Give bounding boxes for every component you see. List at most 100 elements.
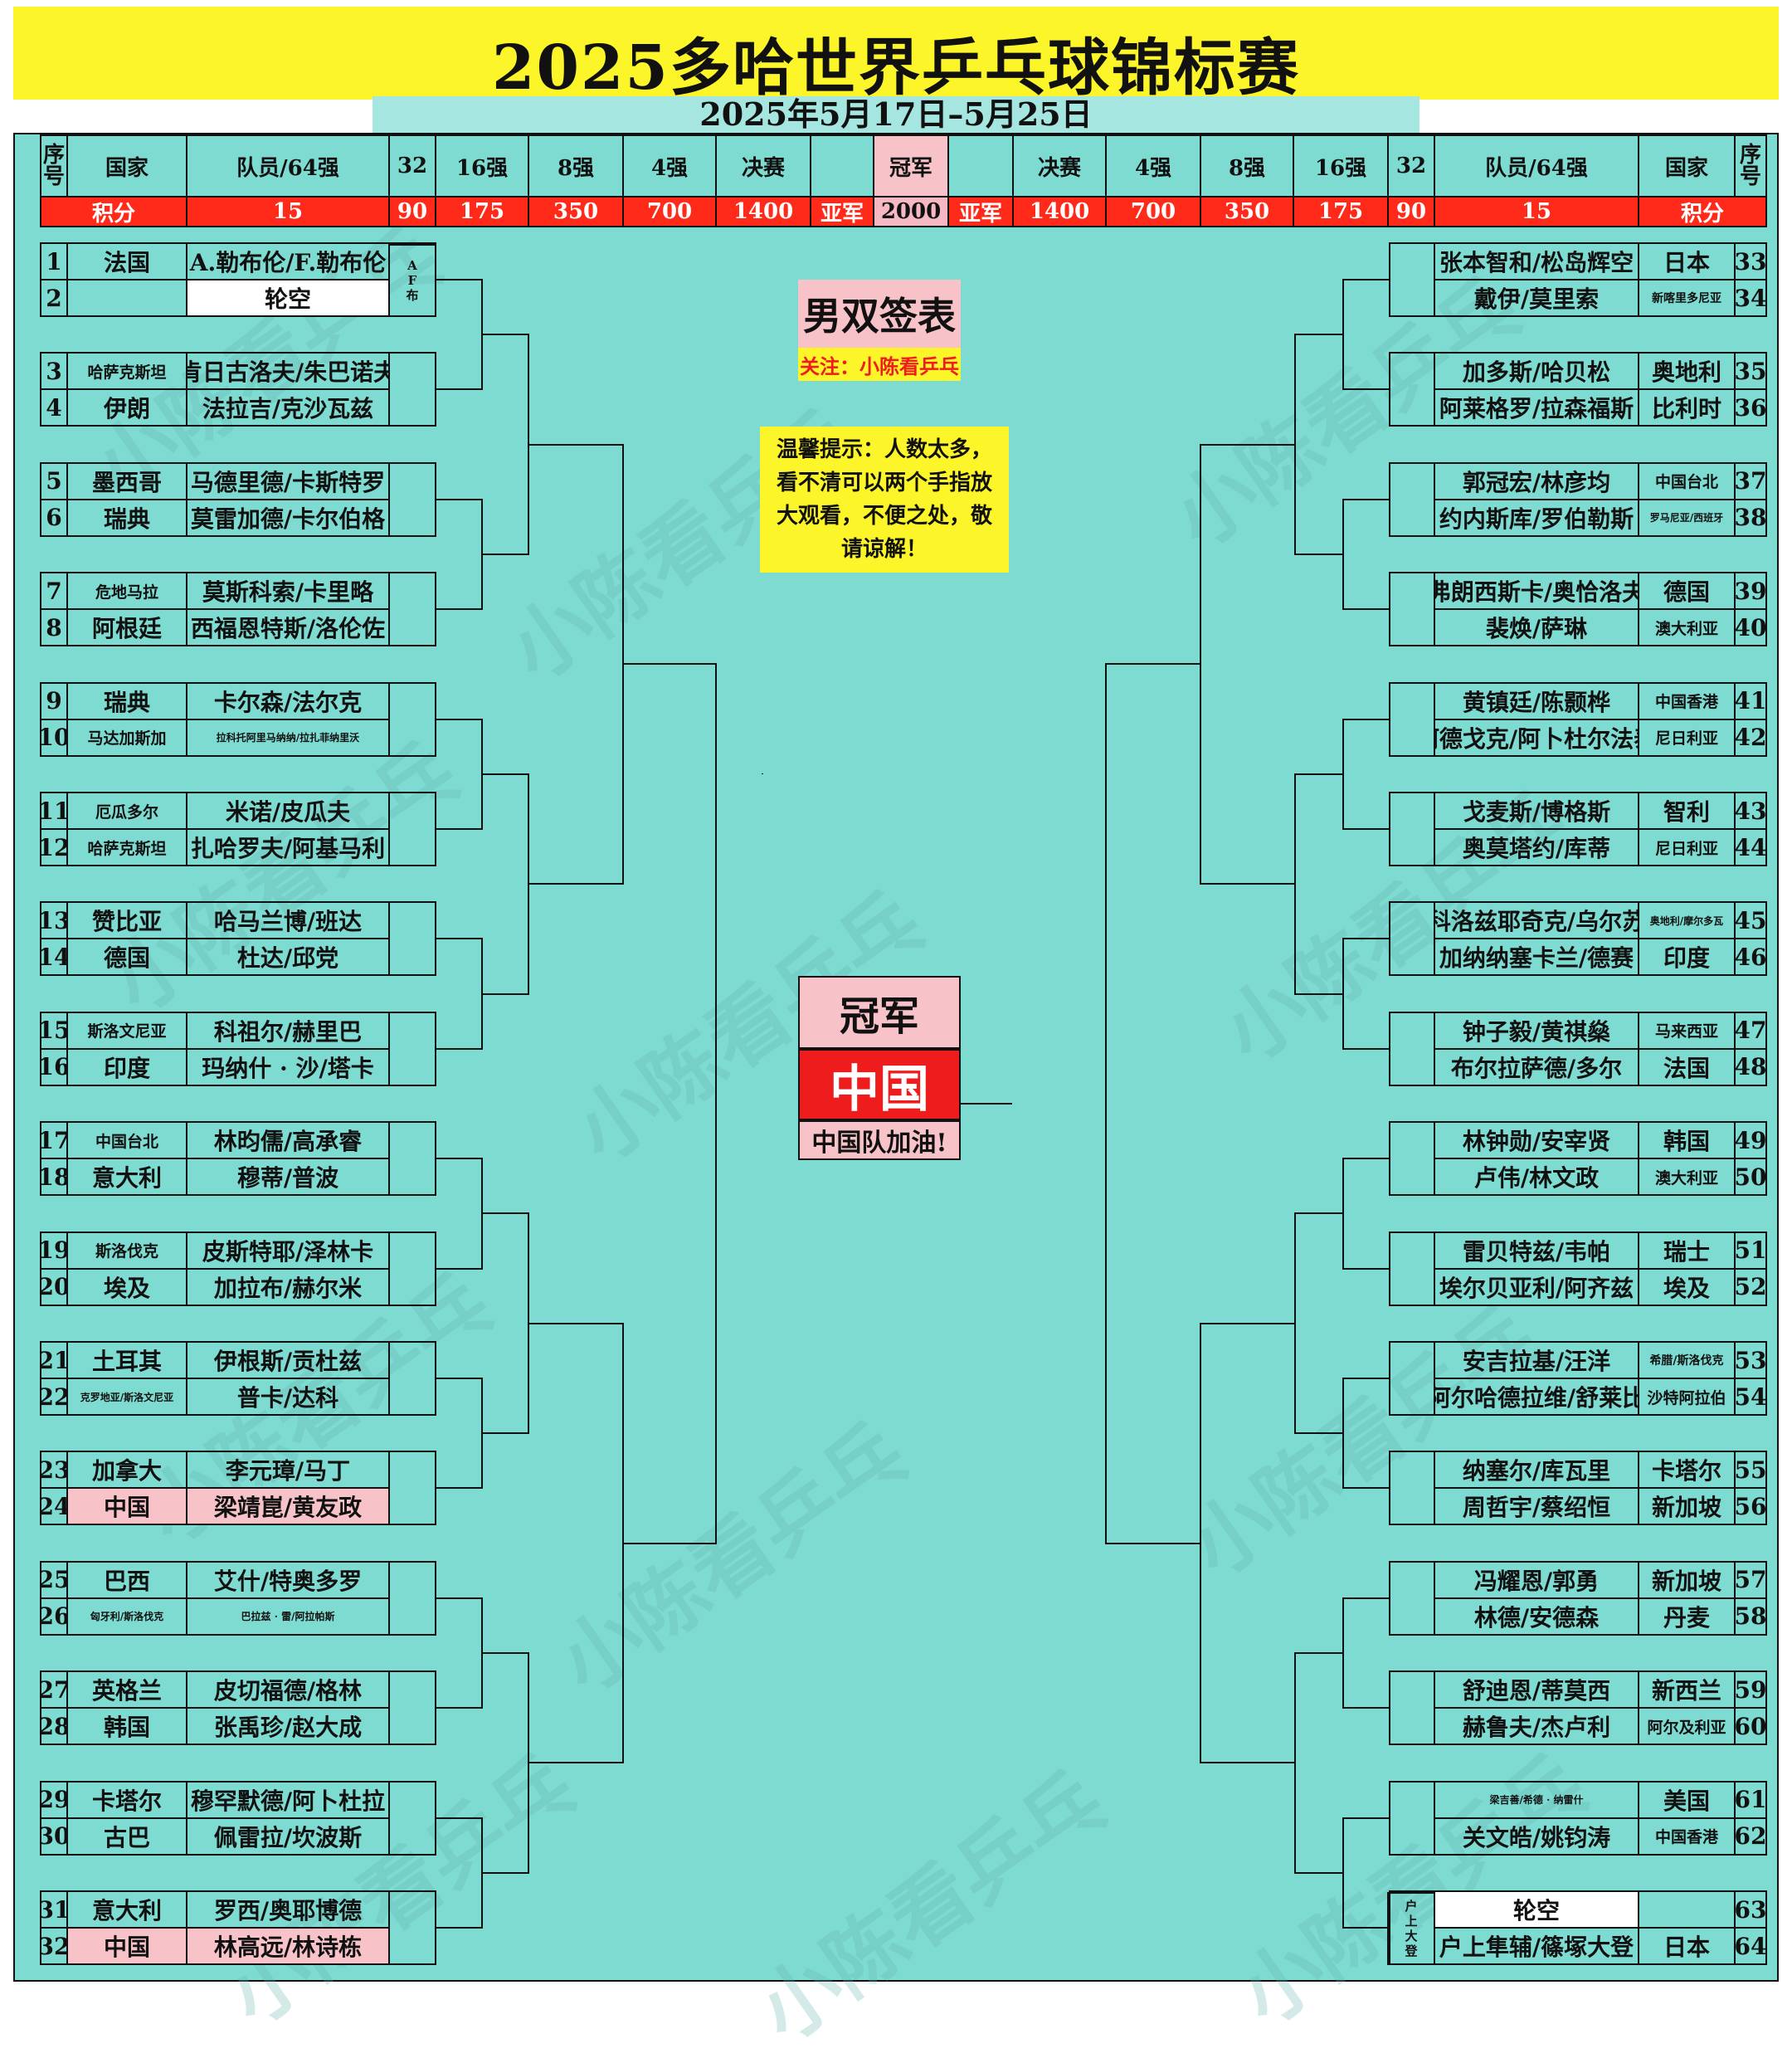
seq-number: 52 (1734, 1267, 1767, 1306)
seq-number: 3 (40, 352, 68, 391)
seq-number: 44 (1734, 828, 1767, 866)
seq-number: 13 (40, 901, 68, 940)
seq-number: 4 (40, 388, 68, 427)
bracket-line (388, 1194, 435, 1197)
bracket-line (1389, 1011, 1435, 1013)
header-r16-right: 16强 (1293, 134, 1389, 198)
bracket-line (1389, 352, 1390, 427)
bracket-line (1389, 681, 1435, 684)
header-gap-left (810, 134, 874, 198)
points-4-right: 700 (1105, 196, 1201, 227)
team-cell: 关文皓/姚钧涛 (1434, 1817, 1639, 1856)
country-cell: 瑞典 (66, 681, 187, 720)
watermark-text: 小陈看乒乓 (1222, 1738, 1603, 2043)
bracket-line (1342, 1378, 1389, 1379)
bracket-line (388, 1780, 435, 1783)
team-cell: 戴伊/莫里索 (1434, 279, 1639, 317)
bracket-line (481, 992, 528, 995)
bracket-line (1389, 425, 1435, 427)
champion-country: 中国 (798, 1049, 961, 1120)
bye-country-left: AF布 (388, 244, 436, 317)
team-cell: 张本智和/松岛辉空 (1434, 242, 1639, 280)
team-cell: A.勒布伦/F.勒布伦 (186, 242, 390, 280)
seq-number: 16 (40, 1047, 68, 1086)
seq-number: 57 (1734, 1560, 1767, 1599)
seq-number: 56 (1734, 1487, 1767, 1526)
header-r4-right: 4强 (1105, 134, 1201, 198)
header-seq-left: 序号 (40, 134, 68, 198)
bracket-line (1389, 1670, 1435, 1673)
bracket-line (1389, 1451, 1435, 1453)
bye-country-right: 户上大登 (1387, 1892, 1435, 1965)
bracket-line (1342, 718, 1389, 720)
bracket-line (762, 773, 763, 774)
seq-number: 25 (40, 1560, 68, 1599)
bracket-line (528, 443, 622, 446)
bracket-line (388, 681, 435, 684)
bracket-line (1389, 1451, 1390, 1526)
team-cell: 皮切福德/格林 (186, 1670, 390, 1709)
bracket-line (1389, 572, 1390, 647)
bracket-line (1342, 718, 1344, 830)
seq-number: 20 (40, 1267, 68, 1306)
team-cell: 阿尔哈德拉维/舒莱比 (1434, 1378, 1639, 1416)
bracket-line (388, 645, 435, 647)
title-banner: 2025多哈世界乒乓球锦标赛 (13, 7, 1779, 104)
country-cell: 法国 (1638, 1047, 1736, 1086)
bracket-line (1342, 1158, 1344, 1270)
bracket-line (435, 1487, 481, 1490)
header-final-left: 决赛 (715, 134, 811, 198)
points-8-right: 350 (1200, 196, 1294, 227)
seq-number: 59 (1734, 1670, 1767, 1709)
country-cell: 美国 (1638, 1780, 1736, 1819)
bracket-line (388, 534, 435, 537)
bracket-line (435, 1267, 481, 1270)
seq-number: 30 (40, 1817, 68, 1856)
country-cell: 中国 (66, 1927, 187, 1965)
team-cell: 郭冠宏/林彦均 (1434, 461, 1639, 500)
header-players-right: 队员/64强 (1434, 134, 1639, 198)
bracket-line (388, 1670, 435, 1673)
country-cell: 韩国 (66, 1707, 187, 1746)
country-cell: 英格兰 (66, 1670, 187, 1709)
seq-number: 14 (40, 938, 68, 977)
team-cell: 奥莫塔约/库蒂 (1434, 828, 1639, 866)
country-cell: 埃及 (66, 1267, 187, 1306)
bracket-line (388, 754, 435, 757)
team-cell: 张禹珍/赵大成 (186, 1707, 390, 1746)
header-r32-right: 32 (1387, 134, 1435, 198)
bracket-line (715, 663, 717, 1544)
seq-number: 5 (40, 461, 68, 500)
team-cell: 肯日古洛夫/朱巴诺夫 (186, 352, 390, 391)
bracket-line (388, 974, 435, 977)
bracket-line (1389, 1670, 1390, 1746)
country-cell: 中国台北 (66, 1121, 187, 1160)
team-cell: 赫鲁夫/杰卢利 (1434, 1707, 1639, 1746)
bracket-line (1294, 1652, 1342, 1654)
bracket-line (528, 1762, 622, 1764)
bracket-line (1342, 1378, 1344, 1490)
country-cell: 尼日利亚 (1638, 718, 1736, 757)
country-cell: 伊朗 (66, 388, 187, 427)
bracket-line (1389, 1890, 1435, 1892)
bracket-line (1105, 663, 1200, 666)
points-runnerup-left: 亚军 (810, 196, 874, 227)
bracket-line (388, 1414, 435, 1416)
header-seq-right: 序号 (1734, 134, 1767, 198)
team-cell: 钟子毅/黄祺燊 (1434, 1011, 1639, 1050)
country-cell: 哈萨克斯坦 (66, 352, 187, 391)
cheer-text: 中国队加油! (798, 1120, 961, 1160)
bracket-line (388, 1853, 435, 1856)
seq-number: 29 (40, 1780, 68, 1819)
team-cell: 莫斯科索/卡里略 (186, 572, 390, 611)
bracket-line (388, 901, 435, 904)
team-cell: 埃尔贝亚利/阿齐兹 (1434, 1267, 1639, 1306)
seq-number: 17 (40, 1121, 68, 1160)
country-cell: 新加坡 (1638, 1487, 1736, 1526)
country-cell (66, 279, 187, 317)
points-64-left: 15 (186, 196, 390, 227)
bracket-line (1294, 334, 1342, 336)
bracket-line (388, 1744, 435, 1746)
bracket-line (481, 554, 528, 555)
seq-number: 46 (1734, 938, 1767, 977)
